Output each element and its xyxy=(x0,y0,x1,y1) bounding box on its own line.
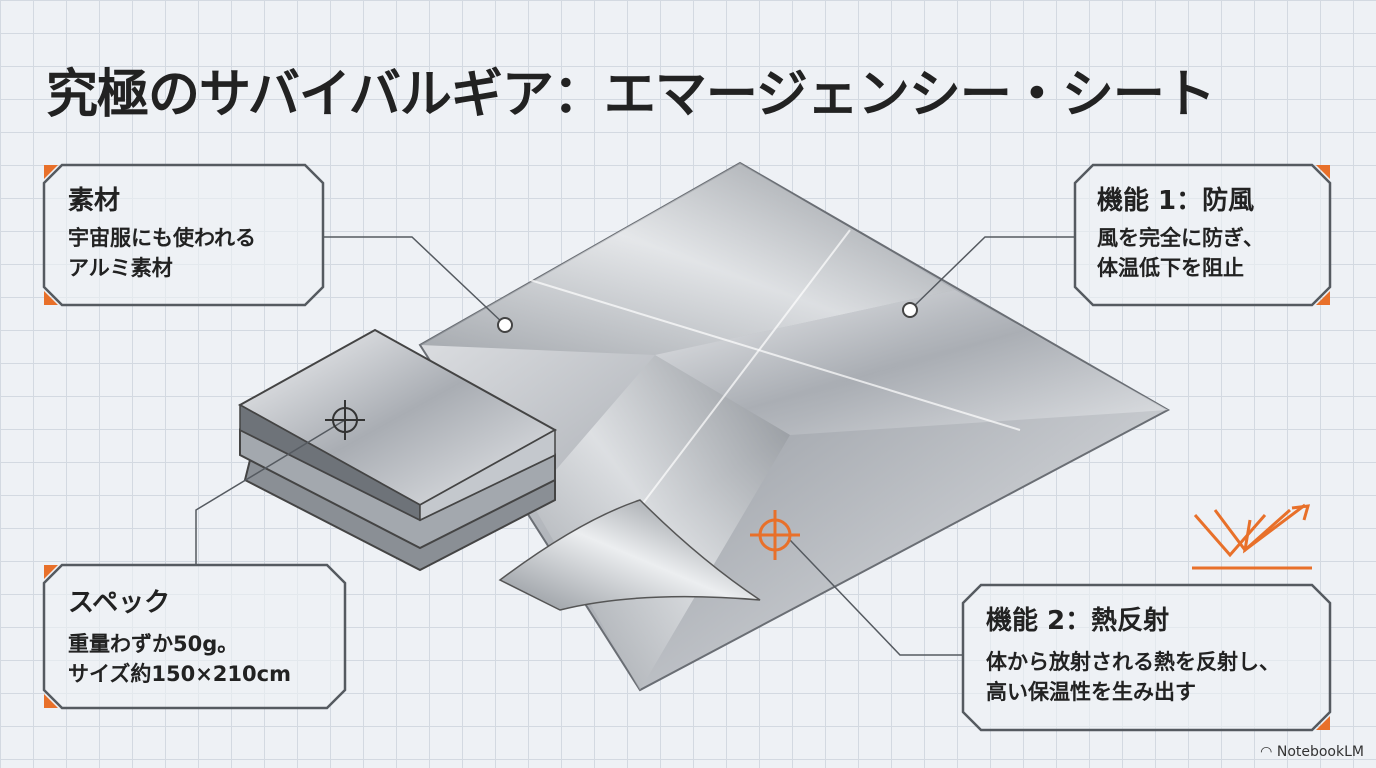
callout-heading: 機能 2：熱反射 xyxy=(986,606,1170,636)
callout-material: 素材 宇宙服にも使われる アルミ素材 xyxy=(68,180,256,283)
callout-line: 宇宙服にも使われる xyxy=(68,226,256,250)
corner-accents xyxy=(44,165,1330,730)
callout-frame-spec xyxy=(42,563,347,710)
callout-heading: 機能 1：防風 xyxy=(1097,186,1255,216)
target-markers xyxy=(325,302,918,560)
callout-frame-function2 xyxy=(961,583,1332,732)
callout-spec: スペック 重量わずか50g。 サイズ約150×210cm xyxy=(68,582,291,689)
emergency-sheet xyxy=(418,161,1171,692)
notebooklm-logo-icon: ◠ xyxy=(1260,744,1277,760)
heat-reflection-icon xyxy=(1192,503,1312,570)
callout-line: 体温低下を阻止 xyxy=(1097,256,1244,280)
callout-line: サイズ約150×210cm xyxy=(68,662,291,686)
brand-watermark: ◠ NotebookLM xyxy=(1260,744,1364,760)
callout-frame-function1 xyxy=(1073,163,1332,307)
callout-line: 風を完全に防ぎ、 xyxy=(1097,226,1264,250)
page-title: 究極のサバイバルギア：エマージェンシー・シート xyxy=(46,65,1216,125)
leader-lines xyxy=(195,236,1075,656)
callout-line: 重量わずか50g。 xyxy=(68,632,239,656)
callout-heading: 素材 xyxy=(68,186,121,216)
callout-line: 体から放射される熱を反射し、 xyxy=(986,650,1280,674)
callout-function2: 機能 2：熱反射 体から放射される熱を反射し、 高い保温性を生み出す xyxy=(986,600,1280,707)
callout-function1: 機能 1：防風 風を完全に防ぎ、 体温低下を阻止 xyxy=(1097,180,1264,283)
callout-frame-material xyxy=(42,163,325,307)
callout-heading: スペック xyxy=(68,588,171,618)
brand-label: NotebookLM xyxy=(1276,744,1364,760)
callout-line: 高い保温性を生み出す xyxy=(986,680,1196,704)
callout-line: アルミ素材 xyxy=(68,256,173,280)
